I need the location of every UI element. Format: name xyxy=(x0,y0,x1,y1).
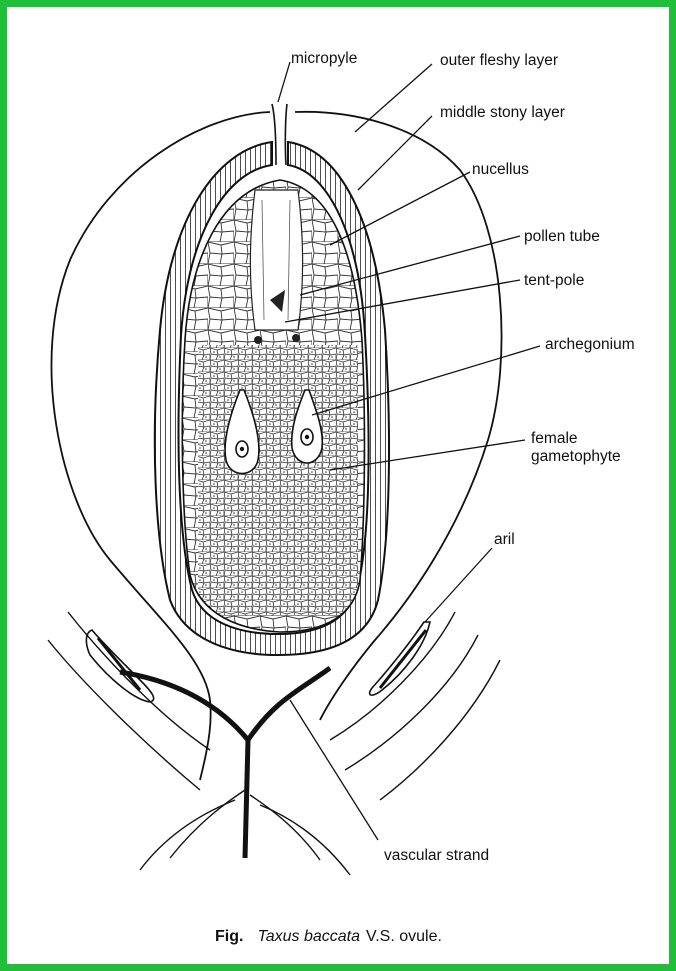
caption-fig: Fig. xyxy=(215,928,243,945)
label-female: female xyxy=(531,430,578,447)
label-micropyle: micropyle xyxy=(291,50,357,67)
label-vascular-strand: vascular strand xyxy=(384,847,489,864)
caption-species: Taxus baccata xyxy=(257,928,360,945)
label-middle-stony-layer: middle stony layer xyxy=(440,104,565,121)
label-outer-fleshy-layer: outer fleshy layer xyxy=(440,52,558,69)
label-pollen-tube: pollen tube xyxy=(524,228,600,245)
figure-caption: Fig. Taxus baccata V.S. ovule. xyxy=(215,928,442,946)
label-tent-pole: tent-pole xyxy=(524,272,584,289)
label-gametophyte: gametophyte xyxy=(531,448,621,465)
label-aril: aril xyxy=(494,531,515,548)
label-nucellus: nucellus xyxy=(472,161,529,178)
caption-rest: V.S. ovule. xyxy=(366,928,442,945)
label-archegonium: archegonium xyxy=(545,336,635,353)
